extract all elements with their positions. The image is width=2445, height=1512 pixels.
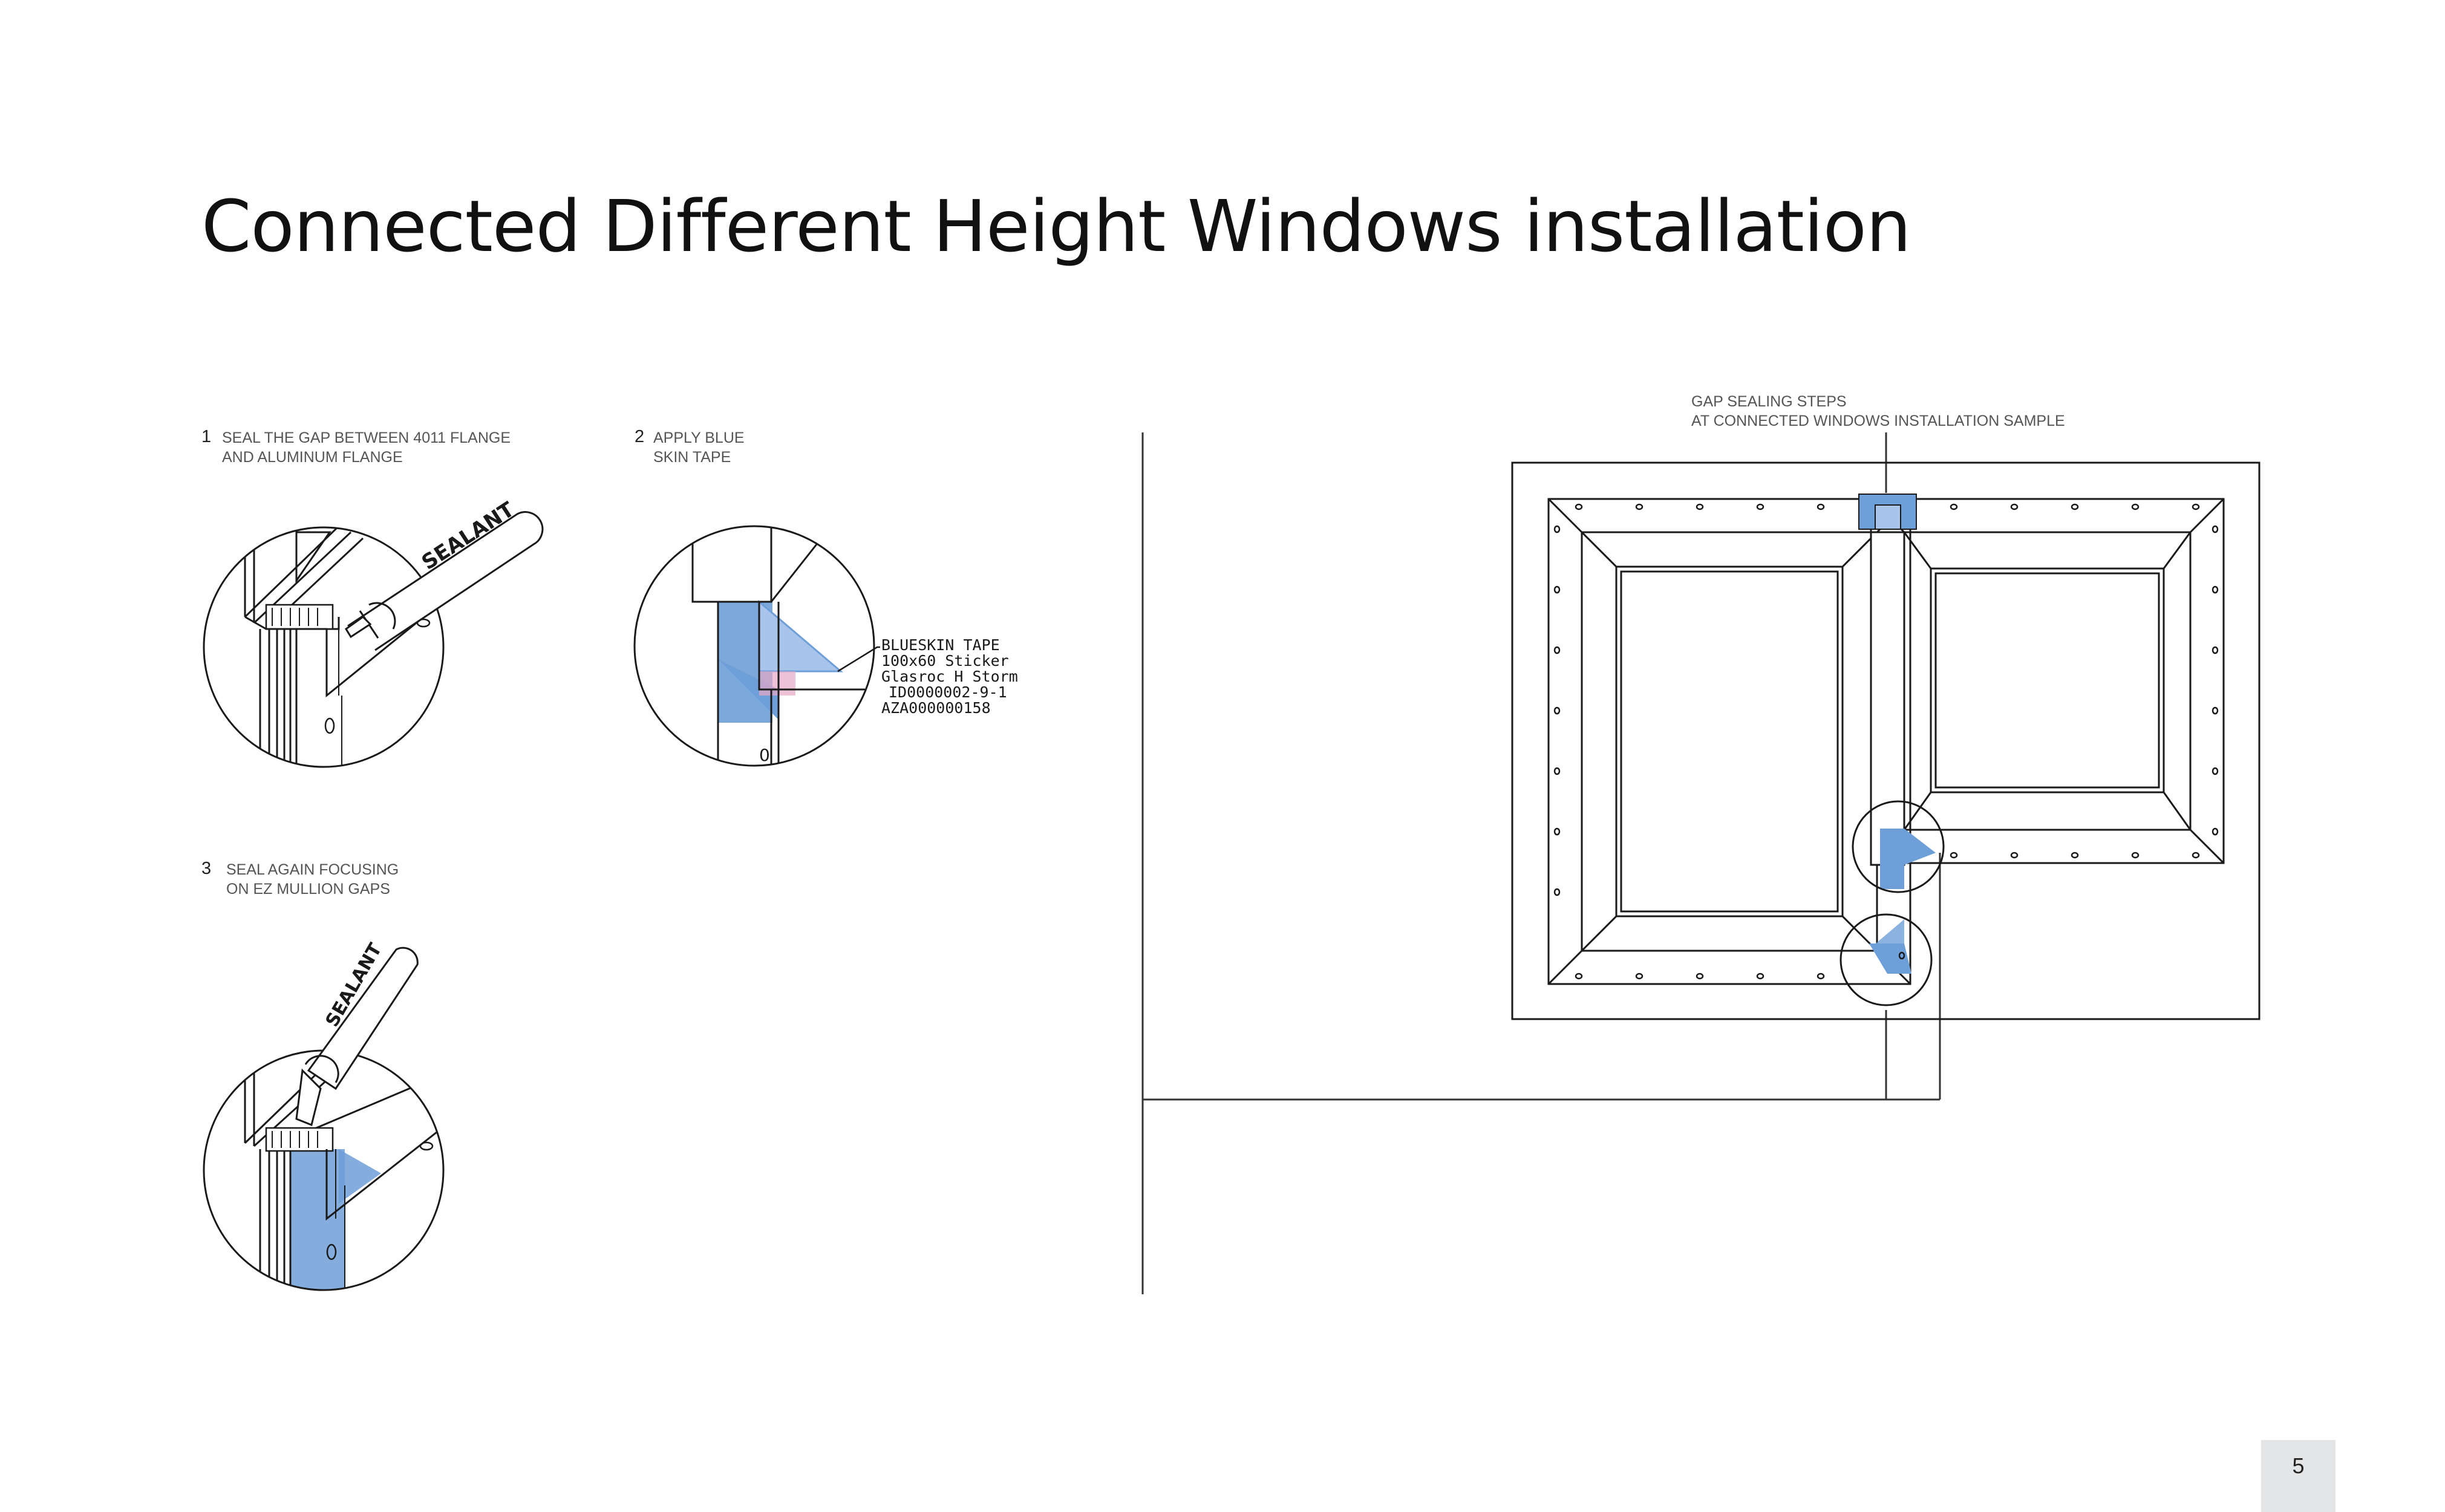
page-number-box: 5 — [2261, 1440, 2336, 1512]
step-1-number: 1 — [201, 427, 212, 446]
step-3-text: SEAL AGAIN FOCUSING ON EZ MULLION GAPS — [226, 861, 399, 898]
connector-lines — [1141, 432, 1941, 1294]
tape-label-line-3: Glasroc H Storm — [881, 668, 1018, 685]
tape-label: BLUESKIN TAPE 100x60 Sticker Glasroc H S… — [881, 636, 1018, 717]
page-number: 5 — [2292, 1453, 2305, 1478]
window-tape-marks — [1858, 494, 1936, 974]
window-sample-drawing — [1511, 461, 2261, 1020]
sample-caption: GAP SEALING STEPS AT CONNECTED WINDOWS I… — [1691, 393, 2065, 429]
step-2-number: 2 — [635, 427, 645, 446]
tape-label-line-5: AZA000000158 — [881, 699, 991, 717]
step-3-number: 3 — [201, 859, 212, 878]
detail-marker: 0 — [759, 745, 770, 765]
tape-label-line-2: 100x60 Sticker — [881, 652, 1009, 670]
page-title: Connected Different Height Windows insta… — [201, 184, 1911, 268]
step-2-text: APPLY BLUE SKIN TAPE — [653, 429, 745, 466]
window-detail-circles — [1839, 800, 1945, 1006]
detail-3-illustration — [203, 947, 445, 1291]
step-1-text: SEAL THE GAP BETWEEN 4011 FLANGE AND ALU… — [222, 429, 511, 466]
tape-label-line-1: BLUESKIN TAPE — [881, 636, 1000, 654]
detail-2-illustration: 0 — [633, 525, 880, 767]
tape-label-line-4: ID0000002-9-1 — [889, 683, 1007, 701]
detail-1-illustration — [203, 511, 544, 768]
window-fasteners — [1553, 503, 2219, 980]
